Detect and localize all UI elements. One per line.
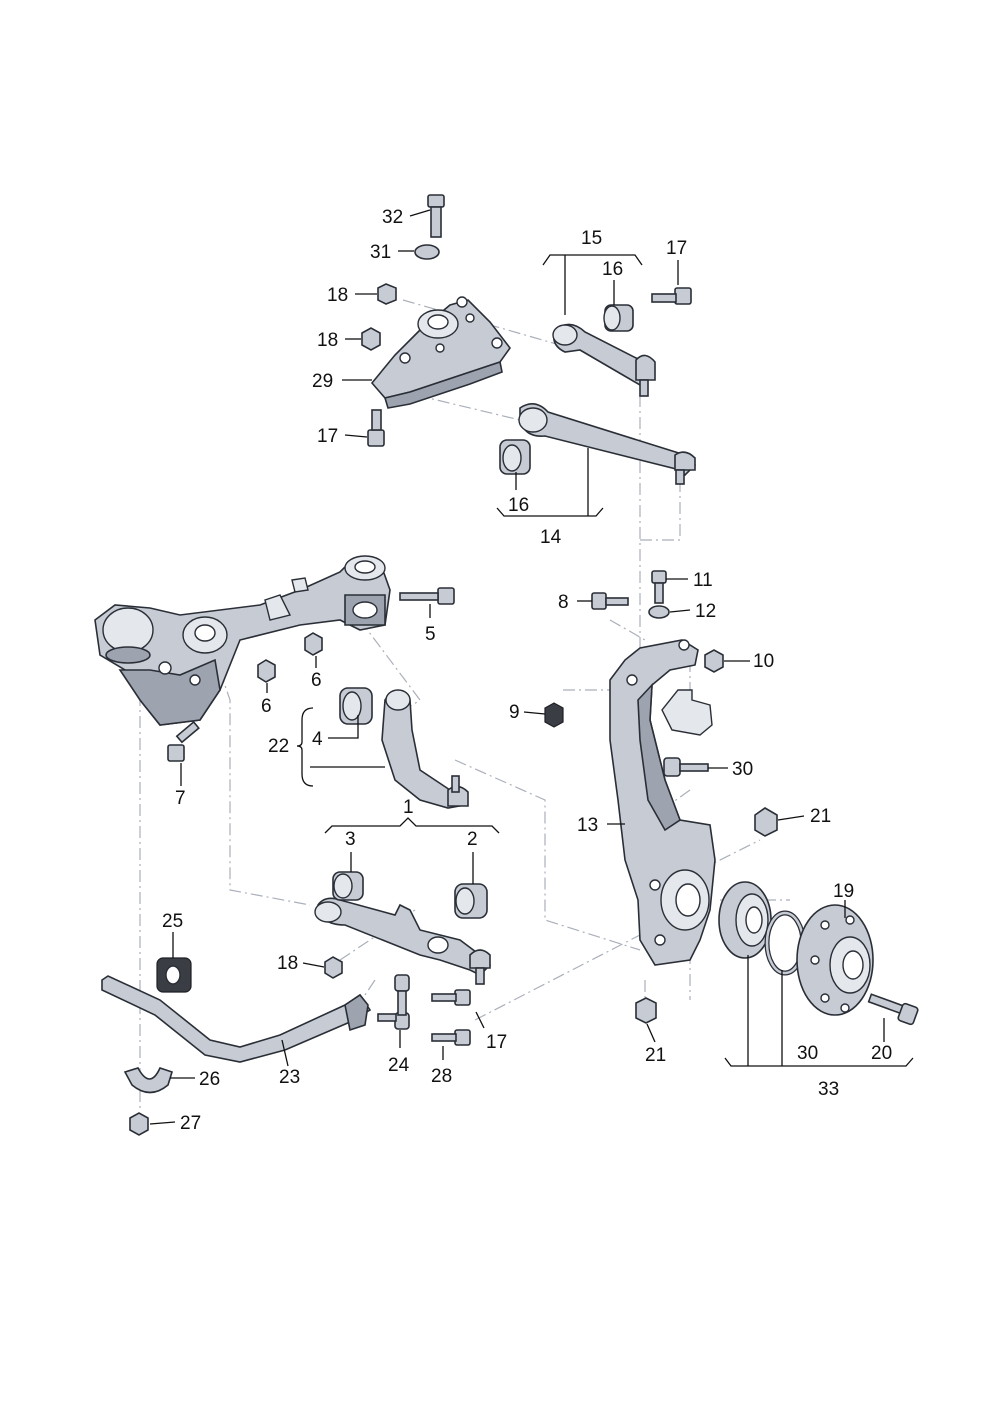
leader-lines [149, 209, 914, 1125]
callout-19: 19 [833, 881, 854, 902]
callout-30: 30 [732, 759, 753, 780]
callout-26: 26 [199, 1069, 220, 1090]
bolt-32 [427, 194, 445, 238]
callout-23: 23 [279, 1067, 300, 1088]
upper-arm-bracket [370, 296, 511, 409]
callout-30: 30 [797, 1043, 818, 1064]
bolt-5 [399, 587, 455, 605]
nut-21-lower [635, 997, 657, 1024]
wheel-hub-19 [796, 904, 874, 1016]
callout-4: 4 [312, 729, 323, 750]
nut-10 [704, 649, 724, 673]
callout-labels: 32 31 18 18 29 17 15 16 17 16 14 5 6 6 2… [162, 207, 892, 1134]
callout-13: 13 [577, 815, 598, 836]
callout-25: 25 [162, 911, 183, 932]
bushing-4 [339, 687, 373, 725]
callout-22: 22 [268, 736, 289, 757]
callout-17: 17 [666, 238, 687, 259]
bolt-28-lower [431, 1029, 471, 1046]
clamp-26 [123, 1067, 173, 1094]
lower-arm-22 [381, 689, 469, 809]
callout-31: 31 [370, 242, 391, 263]
bolt-8 [591, 592, 629, 610]
bolt-28-upper [431, 989, 471, 1006]
nut-6-left [257, 659, 276, 683]
knuckle-13 [609, 639, 716, 966]
callout-16: 16 [508, 495, 529, 516]
callout-18: 18 [327, 285, 348, 306]
callout-28: 28 [431, 1066, 452, 1087]
callout-21: 21 [810, 806, 831, 827]
callout-18: 18 [317, 330, 338, 351]
callout-7: 7 [175, 788, 186, 809]
nut-18-lower [324, 956, 343, 979]
callout-14: 14 [540, 527, 562, 548]
callout-17: 17 [317, 426, 338, 447]
bolt-30 [663, 757, 709, 777]
bushing-3 [332, 871, 364, 901]
callout-24: 24 [388, 1055, 410, 1076]
wheel-bearing [718, 881, 772, 959]
callout-1: 1 [403, 797, 414, 818]
callout-8: 8 [558, 592, 569, 613]
callout-27: 27 [180, 1113, 201, 1134]
bolt-11 [651, 570, 667, 604]
callout-15: 15 [581, 228, 602, 249]
callout-21: 21 [645, 1045, 666, 1066]
link-24 [377, 974, 410, 1030]
callout-9: 9 [509, 702, 520, 723]
lower-arm-1 [314, 897, 492, 985]
stabilizer-bar-23 [101, 975, 372, 1063]
callout-5: 5 [425, 624, 436, 645]
callout-17: 17 [486, 1032, 507, 1053]
nut-27 [129, 1112, 149, 1136]
callout-6: 6 [311, 670, 322, 691]
callout-20: 20 [871, 1043, 892, 1064]
callout-29: 29 [312, 371, 333, 392]
bushing-16-lower [499, 439, 531, 475]
callout-33: 33 [818, 1079, 839, 1100]
callout-6: 6 [261, 696, 272, 717]
nut-18-middle [361, 327, 381, 351]
nut-6-right [304, 632, 323, 656]
bolt-20 [867, 993, 919, 1026]
callout-11: 11 [693, 570, 713, 591]
upper-arm-15 [552, 323, 656, 397]
callout-10: 10 [753, 651, 774, 672]
callout-12: 12 [695, 601, 716, 622]
upper-arm-14 [518, 403, 697, 485]
bolt-17-left [367, 409, 385, 447]
callout-18: 18 [277, 953, 298, 974]
bolt-7 [167, 720, 200, 762]
bushing-2 [454, 883, 488, 919]
nut-18-upper [377, 283, 397, 305]
callout-32: 32 [382, 207, 403, 228]
washer-31 [414, 244, 440, 260]
bushing-25 [156, 957, 192, 993]
callout-3: 3 [345, 829, 356, 850]
washer-12 [648, 605, 670, 619]
subframe [94, 555, 391, 726]
nut-9 [544, 702, 564, 728]
bolt-17-right [651, 287, 692, 305]
bushing-16-upper [603, 304, 634, 332]
callout-2: 2 [467, 829, 478, 850]
callout-16: 16 [602, 259, 623, 280]
nut-21-upper [754, 807, 778, 837]
